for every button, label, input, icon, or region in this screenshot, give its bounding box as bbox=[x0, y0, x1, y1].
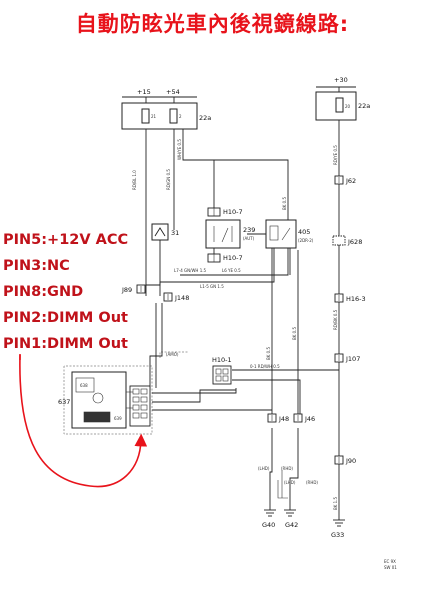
red-annotation-arrow bbox=[19, 354, 148, 488]
svg-text:G40: G40 bbox=[262, 521, 275, 529]
fuse-21 bbox=[141, 108, 150, 124]
svg-text:J628: J628 bbox=[347, 238, 362, 246]
svg-text:2: 2 bbox=[179, 114, 182, 119]
switch-31: 31 bbox=[151, 223, 179, 241]
connector-j48: J48 bbox=[267, 413, 289, 423]
fuse-2 bbox=[169, 108, 178, 124]
mirror-module-637: 637 638 639 bbox=[58, 365, 153, 435]
svg-text:J90: J90 bbox=[345, 457, 356, 465]
svg-text:239: 239 bbox=[243, 226, 255, 234]
connector-j89: J89 bbox=[121, 284, 146, 294]
svg-text:20: 20 bbox=[345, 104, 351, 109]
connector-h10-7-bottom: H10-7 bbox=[207, 253, 243, 263]
connector-h16-3: H16-3 bbox=[334, 293, 366, 303]
svg-text:H16-3: H16-3 bbox=[346, 295, 366, 303]
connector-h10-7-top: H10-7 bbox=[207, 207, 243, 217]
pin5-label: PIN5:+12V ACC bbox=[3, 232, 129, 248]
svg-text:RD/BK 0.5: RD/BK 0.5 bbox=[333, 309, 338, 330]
fuse-box-ref: 22a bbox=[199, 114, 211, 122]
svg-text:EC 9X: EC 9X bbox=[384, 559, 396, 564]
amo-tag: (AMO) bbox=[166, 352, 179, 357]
terminal-plus30: +30 bbox=[334, 76, 348, 84]
pin1-label: PIN1:DIMM Out bbox=[3, 336, 128, 352]
terminal-plus54: +54 bbox=[166, 88, 180, 96]
diagram-title: 自動防眩光車內後視鏡線路: bbox=[75, 12, 350, 36]
svg-text:BK 0.5: BK 0.5 bbox=[266, 347, 271, 360]
connector-j90: J90 bbox=[334, 455, 356, 465]
connector-j628: J628 bbox=[332, 235, 362, 246]
ground-tag-2: (RHD) bbox=[281, 466, 293, 471]
svg-text:RD/BL 1.0: RD/BL 1.0 bbox=[132, 170, 137, 190]
svg-text:J46: J46 bbox=[304, 415, 315, 423]
svg-text:SW 01: SW 01 bbox=[384, 565, 397, 570]
ground-g42: G42 bbox=[284, 509, 298, 529]
svg-text:H10-1: H10-1 bbox=[212, 356, 232, 364]
svg-text:BK 1.5: BK 1.5 bbox=[333, 497, 338, 510]
svg-text:BK 0.5: BK 0.5 bbox=[282, 197, 287, 210]
svg-text:H10-7: H10-7 bbox=[223, 208, 243, 216]
fuse-20 bbox=[335, 97, 344, 113]
wire-label-3: L1-5 GN 1.5 bbox=[200, 284, 224, 289]
wires: RD/BL 1.0 RD/GN 0.5 WH/YE 0.5 BK 0.5 RD/… bbox=[132, 120, 340, 520]
connector-j46: J46 bbox=[293, 413, 315, 423]
svg-text:BK 0.5: BK 0.5 bbox=[292, 327, 297, 340]
ground-tag-1: (LHD) bbox=[258, 466, 270, 471]
ground-g40: G40 bbox=[262, 509, 276, 529]
svg-text:J62: J62 bbox=[345, 177, 356, 185]
ground-g33: G33 G33 bbox=[331, 519, 345, 539]
pin2-label: PIN2:DIMM Out bbox=[3, 310, 128, 326]
svg-text:G42: G42 bbox=[285, 521, 298, 529]
svg-text:(2DR-2): (2DR-2) bbox=[298, 238, 314, 243]
svg-text:638: 638 bbox=[80, 383, 88, 388]
svg-text:RD/YE 0.5: RD/YE 0.5 bbox=[333, 145, 338, 165]
mirror-connector bbox=[129, 385, 151, 427]
connector-j107: J107 bbox=[334, 353, 360, 363]
relay-239: 239 (AUT) bbox=[205, 219, 255, 249]
svg-text:21: 21 bbox=[151, 114, 157, 119]
svg-text:J48: J48 bbox=[278, 415, 289, 423]
fuse-box-right-ref: 22a bbox=[358, 102, 370, 110]
terminal-plus15: +15 bbox=[137, 88, 151, 96]
svg-text:J107: J107 bbox=[345, 355, 360, 363]
fuse-box-right: +30 20 22a bbox=[315, 76, 370, 121]
connector-j148: J148 bbox=[163, 292, 189, 302]
connector-j62: J62 bbox=[334, 175, 356, 185]
svg-text:H10-7: H10-7 bbox=[223, 254, 243, 262]
fuse-box-left: +15 +54 21 2 22a bbox=[121, 88, 211, 130]
wire-label-1: L7-4 GN/WH 1.5 bbox=[174, 268, 207, 273]
svg-text:J148: J148 bbox=[174, 294, 189, 302]
svg-text:31: 31 bbox=[171, 229, 179, 237]
pin3-label: PIN3:NC bbox=[3, 258, 70, 274]
wire-label-4: 0-1 RD/WH 0.5 bbox=[250, 364, 280, 369]
svg-text:G33: G33 bbox=[331, 531, 344, 539]
svg-text:J89: J89 bbox=[121, 286, 132, 294]
connector-h10-1: H10-1 bbox=[212, 356, 232, 385]
relay-405: 405 (2DR-2) bbox=[265, 219, 314, 249]
svg-text:RD/GN 0.5: RD/GN 0.5 bbox=[166, 169, 171, 190]
wire-label-2: L6 YE 0.5 bbox=[222, 268, 241, 273]
ground-tag-4: (RHD) bbox=[306, 480, 318, 485]
svg-text:405: 405 bbox=[298, 228, 310, 236]
svg-text:639: 639 bbox=[114, 416, 122, 421]
svg-text:(AUT): (AUT) bbox=[243, 236, 255, 241]
svg-text:WH/YE 0.5: WH/YE 0.5 bbox=[177, 139, 182, 160]
ground-tag-3: (LHD) bbox=[284, 480, 296, 485]
pin8-label: PIN8:GND bbox=[3, 284, 84, 300]
